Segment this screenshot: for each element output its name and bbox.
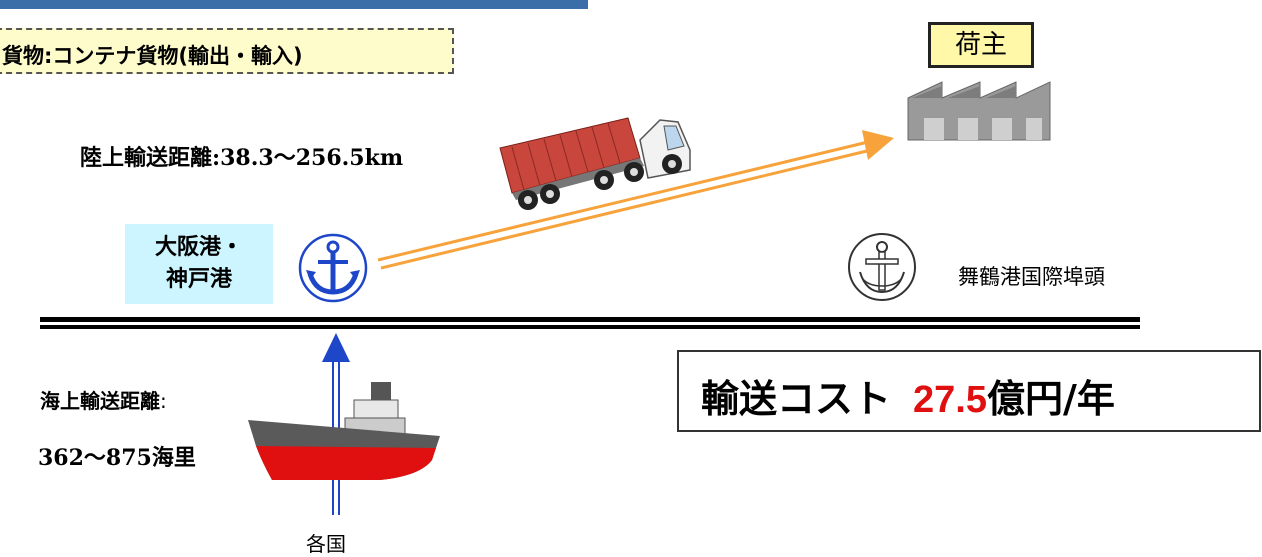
cargo-type-box: 貨物:コンテナ貨物(輸出・輸入) [0,28,454,74]
shipper-box: 荷主 [928,22,1034,68]
shipper-label: 荷主 [954,30,1007,60]
cargo-type-label: 貨物:コンテナ貨物(輸出・輸入) [2,44,303,68]
origin-port-line2: 神戸港 [165,267,232,292]
truck-icon [499,117,691,210]
factory-icon [907,81,1051,141]
land-distance-label: 陸上輸送距離:38.3〜256.5km [80,145,404,171]
ship-icon [248,382,440,480]
anchor-icon-osaka [298,233,368,303]
cost-prefix: 輸送コスト [701,377,892,421]
anchor-icon-maizuru [848,233,916,301]
sea-distance-label: 海上輸送距離: [40,385,167,414]
transport-cost-box: 輸送コスト 27.5億円/年 [677,350,1261,432]
sea-distance-range: 362〜875海里 [38,445,196,471]
top-accent-bar [0,0,588,9]
cost-value: 27.5 [913,379,987,421]
origin-port-box: 大阪港・ 神戸港 [125,224,273,304]
sea-distance-colon: : [160,389,167,413]
cost-suffix: 億円/年 [986,377,1115,421]
maizuru-port-label: 舞鶴港国際埠頭 [958,265,1105,289]
land-route-arrow [377,130,894,270]
quay-line [40,317,1140,329]
origin-port-line1: 大阪港・ [154,235,243,260]
sea-distance-text: 海上輸送距離 [40,389,160,413]
origin-countries-label: 各国 [306,532,346,556]
